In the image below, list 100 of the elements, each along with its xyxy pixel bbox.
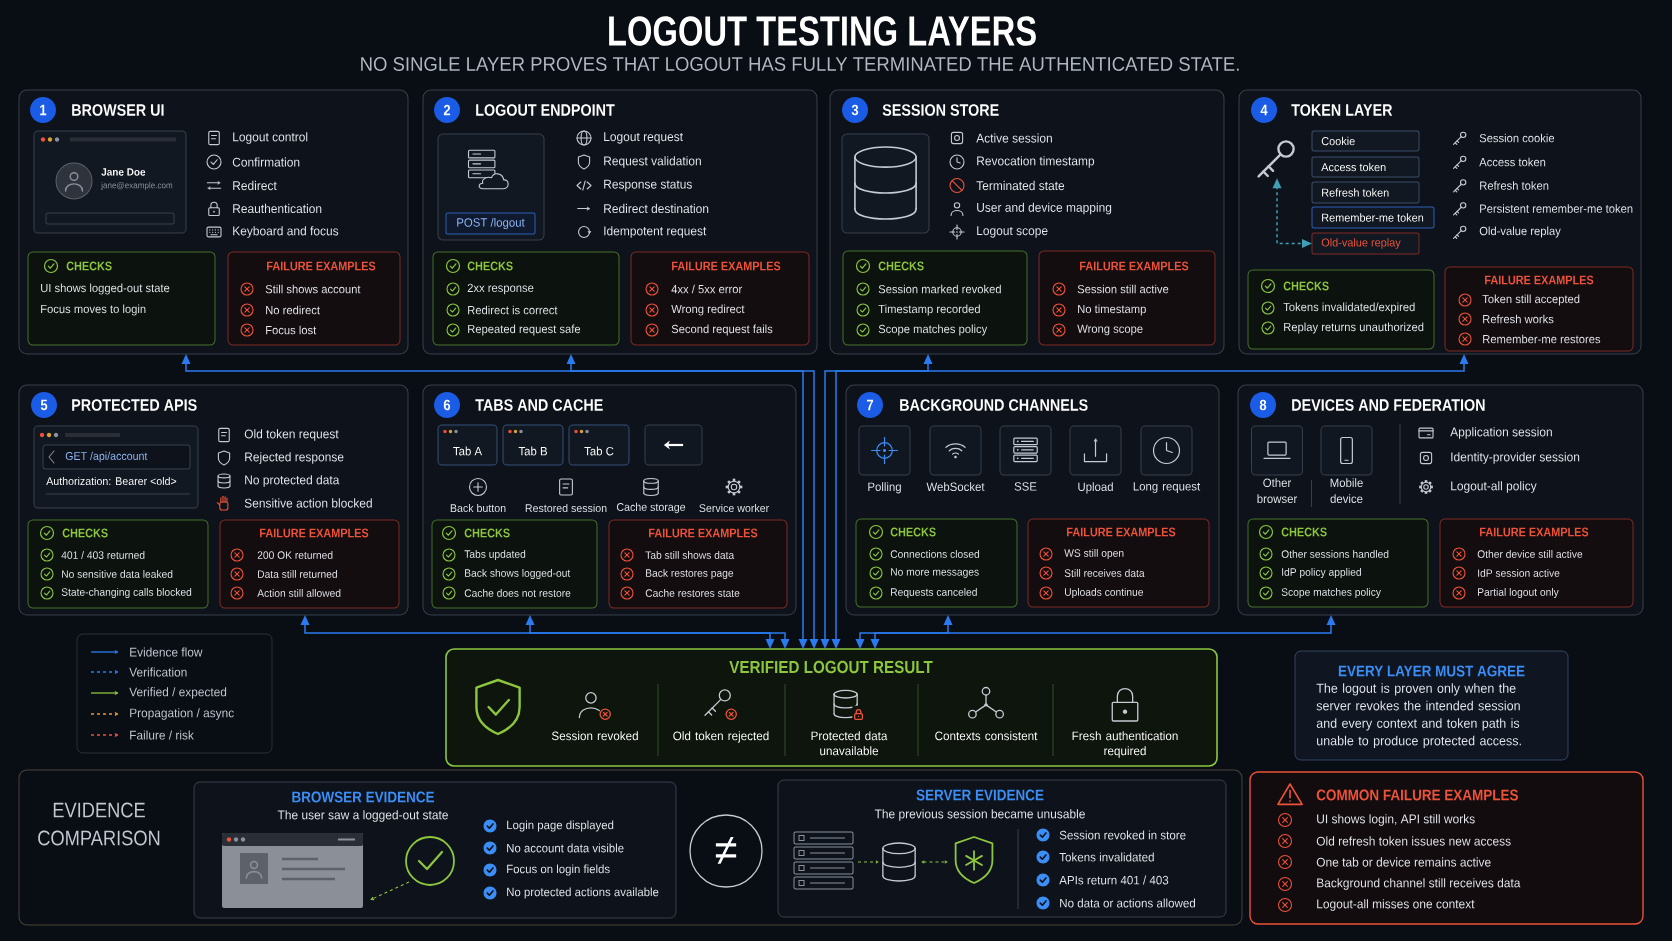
check-item: 2xx response <box>467 283 534 295</box>
failure-item: Tab still shows data <box>645 551 735 559</box>
failure-item: Action still allowed <box>257 589 341 597</box>
failure-heading: FAILURE EXAMPLES <box>1485 275 1594 285</box>
failure-item: Token still accepted <box>1482 294 1580 306</box>
panel-title: DEVICES AND FEDERATION <box>1292 399 1485 411</box>
panel-title: TOKEN LAYER <box>1291 104 1393 116</box>
evidence-item: No protected actions available <box>507 887 659 899</box>
check-item: Back shows logged-out <box>465 568 571 580</box>
check-item: 401 / 403 returned <box>61 551 145 559</box>
number-badge: 3 <box>842 97 868 123</box>
list-item: Session cookie <box>1479 133 1555 143</box>
panel-title: BROWSER UI <box>72 104 164 116</box>
list-item: Keyboard and focus <box>233 226 339 238</box>
list-item: Identity-provider session <box>1451 452 1580 464</box>
number-badge: 2 <box>434 97 460 123</box>
check-item: Tabs updated <box>464 549 526 561</box>
failure-item: Still shows account <box>265 284 361 294</box>
failure-heading: FAILURE EXAMPLES <box>672 261 781 271</box>
panel-title: TABS AND CACHE <box>475 399 603 411</box>
check-item: Tokens invalidated/expired <box>1283 302 1415 314</box>
failure-item: No redirect <box>266 305 320 315</box>
list-item: Active session <box>976 133 1052 143</box>
failure-heading: FAILURE EXAMPLES <box>1080 261 1189 271</box>
checks-heading: CHECKS <box>464 528 510 538</box>
list-item: Sensitive action blocked <box>244 498 372 508</box>
number-badge: 4 <box>1251 97 1277 123</box>
evidence-item: No data or actions allowed <box>1060 898 1195 908</box>
list-item: Redirect destination <box>604 203 709 214</box>
panel-title: BACKGROUND CHANNELS <box>900 399 1088 411</box>
checks-heading: CHECKS <box>62 528 108 538</box>
card-heading: BROWSER EVIDENCE <box>292 791 434 803</box>
icon-label: SSE <box>1014 482 1037 491</box>
list-item: Redirect <box>233 180 277 191</box>
failure-item: Other device still active <box>1477 550 1583 558</box>
icon-label: Back button <box>450 503 506 513</box>
list-item: Application session <box>1450 427 1552 439</box>
checks-heading: CHECKS <box>1283 281 1329 291</box>
failure-item: Session still active <box>1077 284 1169 294</box>
failure-item: Data still returned <box>258 570 337 578</box>
list-item: Refresh token <box>1480 181 1549 190</box>
browser-tab: Tab C <box>568 424 630 466</box>
result-heading: VERIFIED LOGOUT RESULT <box>729 660 933 674</box>
list-item: Revocation timestamp <box>977 156 1095 168</box>
result-label: Protected data unavailable <box>811 731 888 756</box>
list-item: Reauthentication <box>233 203 322 214</box>
evidence-item: Focus on login fields <box>507 864 610 876</box>
number-badge: 6 <box>434 392 460 418</box>
checks-heading: CHECKS <box>878 261 924 271</box>
list-item: Persistent remember-me token <box>1480 204 1633 213</box>
legend-text: Verified / expected <box>129 687 227 699</box>
check-item: Requests canceled <box>891 587 977 599</box>
check-item: No sensitive data leaked <box>62 570 173 578</box>
token-box: Refresh token <box>1311 181 1420 204</box>
icon-label: Other browser <box>1257 478 1298 503</box>
result-label: Old token rejected <box>673 731 769 743</box>
list-item: Confirmation <box>232 157 300 167</box>
email-text: jane@example.com <box>101 182 173 190</box>
list-item: Logout-all policy <box>1451 481 1537 493</box>
check-item: IdP policy applied <box>1282 567 1361 579</box>
check-item: Repeated request safe <box>468 324 581 336</box>
failure-item: WS still open <box>1064 548 1124 560</box>
number-badge: 5 <box>31 392 57 418</box>
card-subtitle: The user saw a logged-out state <box>277 810 448 822</box>
failure-heading: FAILURE EXAMPLES <box>1480 527 1589 537</box>
failure-item: 200 OK returned <box>257 551 333 559</box>
failure-item: One tab or device remains active <box>1316 857 1491 867</box>
browser-tab: Tab B <box>502 424 564 466</box>
browser-tab: Tab A <box>437 424 498 466</box>
checks-heading: CHECKS <box>467 261 513 271</box>
endpoint-field: POST /logout <box>445 212 536 235</box>
failure-item: Back restores page <box>646 568 734 580</box>
check-item: UI shows logged-out state <box>41 283 170 295</box>
evidence-item: Login page displayed <box>507 820 614 832</box>
list-item: Old-value replay <box>1479 226 1561 238</box>
evidence-item: APIs return 401 / 403 <box>1059 875 1169 885</box>
check-item: Scope matches policy <box>878 324 988 336</box>
failure-item: 4xx / 5xx error <box>671 284 743 294</box>
list-item: User and device mapping <box>977 202 1112 215</box>
failure-heading: COMMON FAILURE EXAMPLES <box>1316 789 1518 801</box>
user-name: Jane Doe <box>101 168 146 176</box>
check-item: Session marked revoked <box>878 284 1001 294</box>
icon-label: Polling <box>868 482 901 494</box>
legend-text: Evidence flow <box>130 647 203 657</box>
failure-item: Still receives data <box>1064 569 1145 577</box>
failure-item: IdP session active <box>1478 569 1560 577</box>
check-item: Scope matches policy <box>1281 587 1381 599</box>
failure-item: Wrong scope <box>1077 324 1143 336</box>
icon-label: Cache storage <box>616 502 686 514</box>
failure-item: Cache restores state <box>645 589 740 597</box>
note-heading: EVERY LAYER MUST AGREE <box>1338 665 1525 677</box>
legend-text: Failure / risk <box>130 730 194 740</box>
failure-item: Logout-all misses one context <box>1317 899 1475 911</box>
failure-item: Partial logout only <box>1478 587 1559 599</box>
failure-heading: FAILURE EXAMPLES <box>1067 527 1176 537</box>
list-item: Idempotent request <box>604 226 707 238</box>
evidence-item: Session revoked in store <box>1059 830 1186 840</box>
list-item: Access token <box>1479 157 1546 167</box>
failure-heading: FAILURE EXAMPLES <box>260 528 369 538</box>
failure-item: Wrong redirect <box>671 304 745 316</box>
